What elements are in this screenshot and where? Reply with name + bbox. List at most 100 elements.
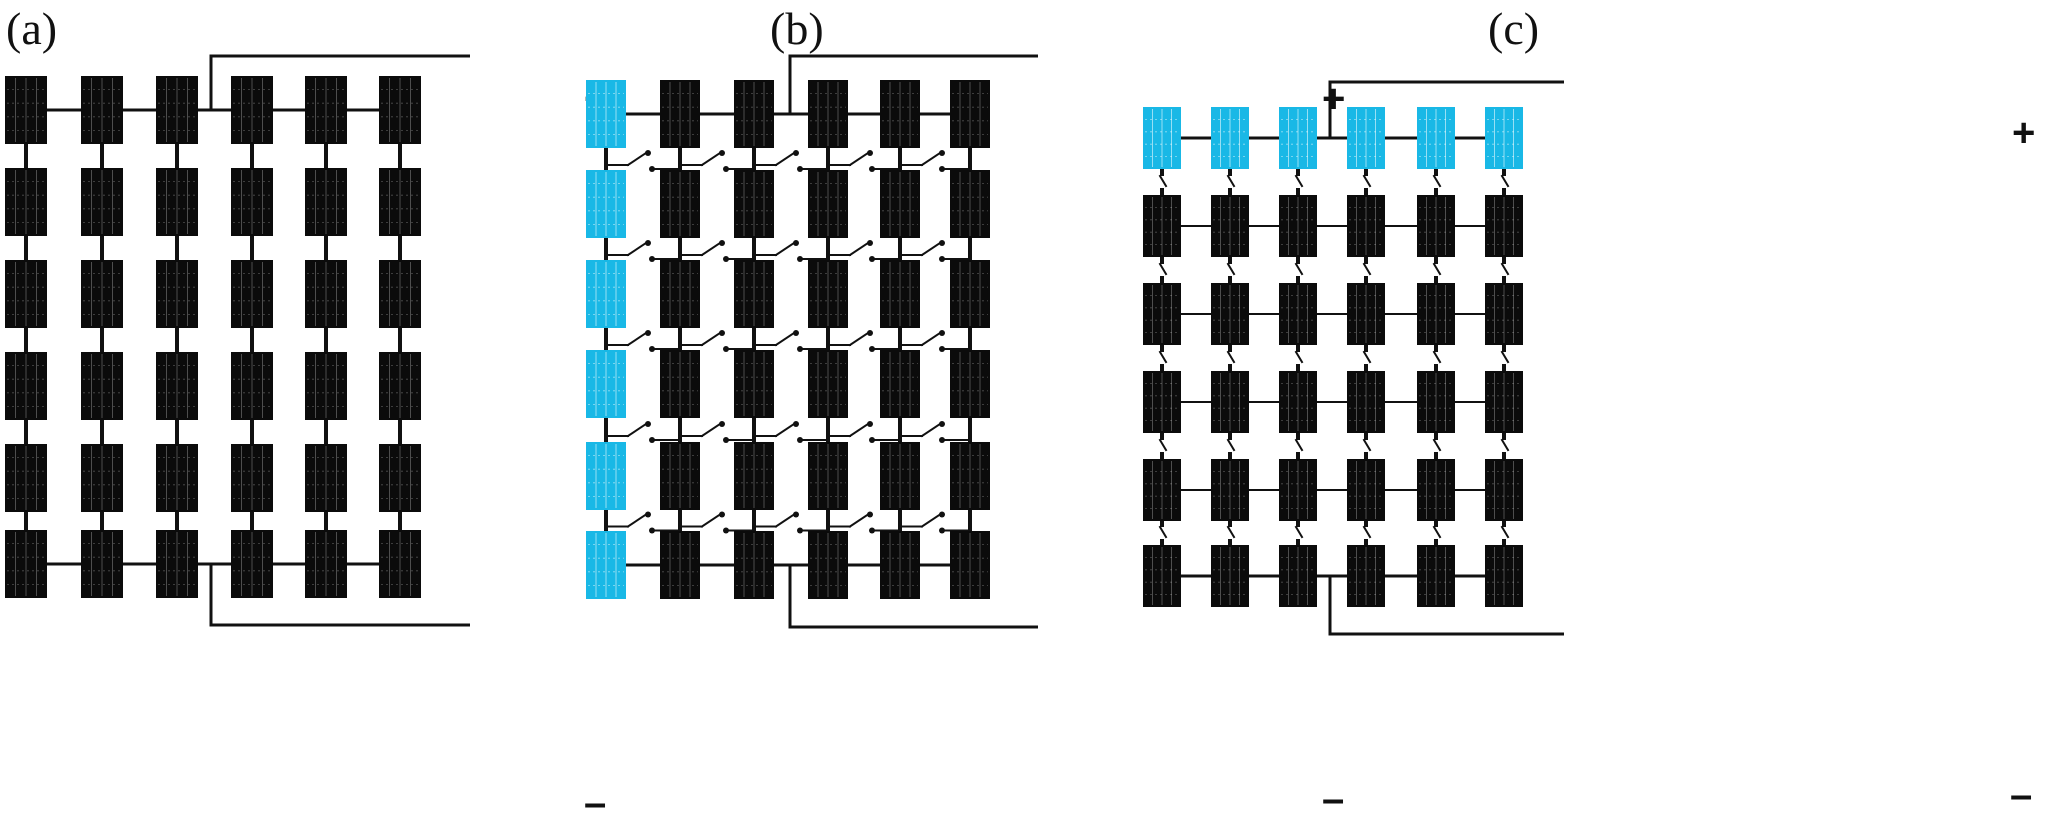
pv-module [231, 444, 273, 512]
module-body [880, 260, 920, 328]
switch-contact [649, 346, 655, 352]
module-body [1485, 371, 1523, 433]
module-body [1211, 459, 1249, 521]
pv-module [231, 352, 273, 420]
switch-gap [1433, 264, 1439, 276]
module-body [1143, 283, 1181, 345]
switch-blade [848, 422, 870, 438]
switch-gap [1227, 440, 1233, 452]
pv-module [1143, 195, 1181, 257]
negative-terminal-b: – [1322, 777, 1344, 821]
pv-module [156, 530, 198, 598]
module-body [379, 352, 421, 420]
switch-contact [719, 240, 725, 246]
pv-module [1211, 195, 1249, 257]
module-body [1485, 283, 1523, 345]
pv-module [379, 352, 421, 420]
switch-gap [1501, 264, 1507, 276]
pv-module [660, 80, 700, 148]
switch-blade [1158, 174, 1168, 188]
positive-terminal-b: + [1322, 77, 1345, 121]
pv-module [5, 260, 47, 328]
module-body [305, 168, 347, 236]
pv-module [1417, 195, 1455, 257]
pv-module [950, 442, 990, 510]
pv-module [950, 170, 990, 238]
pv-module [1347, 371, 1385, 433]
switch-contact [723, 437, 729, 443]
switch-blade [1500, 438, 1510, 452]
switch-contact [793, 330, 799, 336]
pv-module [81, 168, 123, 236]
negative-bus [1328, 576, 1564, 636]
pv-module [586, 350, 626, 418]
module-body [231, 260, 273, 328]
switch-contact [719, 330, 725, 336]
switch-gap [1295, 264, 1301, 276]
negative-terminal-a: – [584, 781, 606, 825]
pv-module [1485, 371, 1523, 433]
switch-blade [1362, 262, 1372, 276]
pv-module [950, 350, 990, 418]
module-body [1143, 545, 1181, 607]
pv-module [1143, 371, 1181, 433]
pv-module [305, 352, 347, 420]
switch-gap [1433, 176, 1439, 188]
switch-contact [797, 256, 803, 262]
switch-blade [1362, 350, 1372, 364]
module-body [880, 350, 920, 418]
panel-c: (c) + – [1143, 3, 2035, 817]
module-body [231, 168, 273, 236]
switch-contact [793, 421, 799, 427]
switch-blade [1294, 525, 1304, 539]
switch-gap [1227, 176, 1233, 188]
switch-blade [920, 513, 942, 528]
switch-blade [1432, 174, 1442, 188]
switch-blade [1362, 525, 1372, 539]
switch-gap [1295, 440, 1301, 452]
module-body [379, 76, 421, 144]
switch-contact [719, 511, 725, 518]
switch-contact [869, 166, 875, 172]
module-body [880, 80, 920, 148]
negative-bus [209, 564, 470, 627]
pv-module [81, 352, 123, 420]
switch-blade [1432, 438, 1442, 452]
module-body [808, 531, 848, 599]
module-body [1417, 195, 1455, 257]
pv-module [950, 80, 990, 148]
switch-contact [939, 256, 945, 262]
module-body [5, 260, 47, 328]
switch-blade [848, 151, 870, 167]
module-body [1143, 459, 1181, 521]
switch-gap [1363, 440, 1369, 452]
switch-contact [867, 511, 873, 518]
module-body [1143, 371, 1181, 433]
switch-contact [723, 346, 729, 352]
module-body [1279, 283, 1317, 345]
pv-module [586, 531, 626, 599]
module-body [950, 80, 990, 148]
module-body [305, 76, 347, 144]
switch-blade [848, 241, 870, 257]
pv-module [1485, 459, 1523, 521]
panel-label-b: (b) [770, 3, 824, 54]
switch-contact [939, 511, 945, 518]
pv-module [231, 530, 273, 598]
module-body [1279, 195, 1317, 257]
switch-contact [939, 346, 945, 352]
negative-bus [788, 565, 1038, 629]
pv-module [1417, 459, 1455, 521]
module-body [1485, 459, 1523, 521]
pv-module [660, 260, 700, 328]
switch-contact [797, 527, 803, 534]
module-body [305, 260, 347, 328]
module-body [950, 531, 990, 599]
pv-module [660, 531, 700, 599]
pv-module [1143, 545, 1181, 607]
switch-gap [1227, 527, 1233, 539]
switch-blade [1432, 350, 1442, 364]
switch-contact [649, 256, 655, 262]
module-body [305, 444, 347, 512]
pv-module [734, 350, 774, 418]
